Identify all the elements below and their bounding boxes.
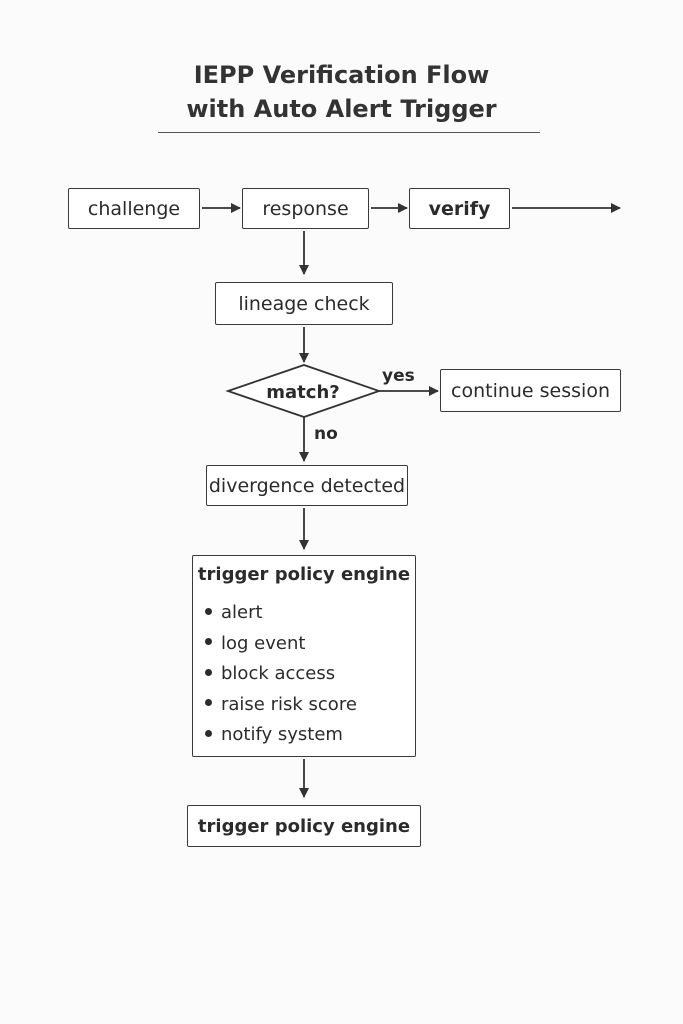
final-policy-engine-node: trigger policy engine bbox=[187, 805, 421, 847]
policy-actions-list: alert log event block access raise risk … bbox=[205, 598, 357, 751]
verify-node: verify bbox=[409, 188, 510, 229]
policy-action-item: alert bbox=[205, 598, 357, 629]
lineage-check-node: lineage check bbox=[215, 282, 393, 325]
bullet-icon bbox=[205, 668, 212, 676]
match-decision-diamond bbox=[225, 364, 382, 418]
continue-session-node: continue session bbox=[440, 369, 621, 412]
yes-edge-label: yes bbox=[382, 366, 415, 386]
bullet-icon bbox=[205, 607, 212, 615]
response-node: response bbox=[242, 188, 369, 229]
title-line-1: IEPP Verification Flow bbox=[193, 61, 490, 89]
bullet-icon bbox=[205, 729, 212, 737]
policy-action-item: raise risk score bbox=[205, 690, 357, 721]
policy-action-item: log event bbox=[205, 629, 357, 660]
policy-action-item: notify system bbox=[205, 720, 357, 751]
policy-engine-node: trigger policy engine alert log event bl… bbox=[192, 555, 416, 757]
match-decision-label: match? bbox=[266, 381, 340, 403]
policy-engine-title: trigger policy engine bbox=[197, 564, 411, 585]
divergence-detected-node: divergence detected bbox=[206, 465, 408, 506]
title-underline bbox=[158, 132, 540, 133]
policy-action-item: block access bbox=[205, 659, 357, 690]
bullet-icon bbox=[205, 638, 212, 645]
diagram-title: IEPP Verification Flow with Auto Alert T… bbox=[0, 58, 683, 126]
no-edge-label: no bbox=[314, 424, 338, 444]
bullet-icon bbox=[205, 699, 212, 706]
challenge-node: challenge bbox=[68, 188, 200, 229]
title-line-2: with Auto Alert Trigger bbox=[186, 95, 497, 123]
